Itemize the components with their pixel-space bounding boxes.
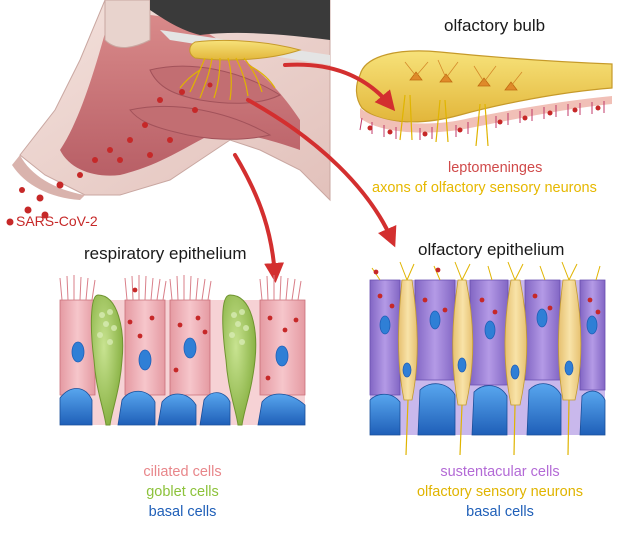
arrow-to-olfactory-epithelium (246, 98, 397, 248)
olfactory-bulb-title: olfactory bulb (444, 16, 546, 35)
legend-goblet-cells: goblet cells (146, 484, 219, 500)
respiratory-legend: ciliated cells goblet cells basal cells (60, 462, 305, 522)
leptomeninges-label: leptomeninges (448, 160, 543, 176)
olfactory-epithelium-title: olfactory epithelium (418, 240, 565, 259)
legend-olfactory-sensory-neurons: olfactory sensory neurons (416, 484, 584, 500)
arrow-to-respiratory (233, 153, 285, 283)
virus-particles-nose (6, 82, 213, 226)
arrows (233, 62, 397, 283)
legend-ciliated-cells: ciliated cells (143, 464, 222, 480)
legend-basal-cells: basal cells (148, 504, 217, 520)
respiratory-epithelium-block (59, 275, 306, 426)
olfactory-legend: sustentacular cells olfactory sensory ne… (385, 462, 615, 522)
arrow-to-bulb (283, 62, 396, 112)
axons-label: axons of olfactory sensory neurons (372, 180, 597, 196)
sars-cov-2-label: SARS-CoV-2 (16, 213, 98, 229)
olfactory-epithelium-block (369, 261, 606, 456)
nasal-cavity (12, 0, 331, 202)
legend-sustentacular-cells: sustentacular cells (440, 464, 560, 480)
respiratory-epithelium-title: respiratory epithelium (84, 244, 247, 263)
olfactory-bulb-illustration (355, 50, 613, 147)
legend-basal-cells-olfactory: basal cells (466, 504, 534, 520)
